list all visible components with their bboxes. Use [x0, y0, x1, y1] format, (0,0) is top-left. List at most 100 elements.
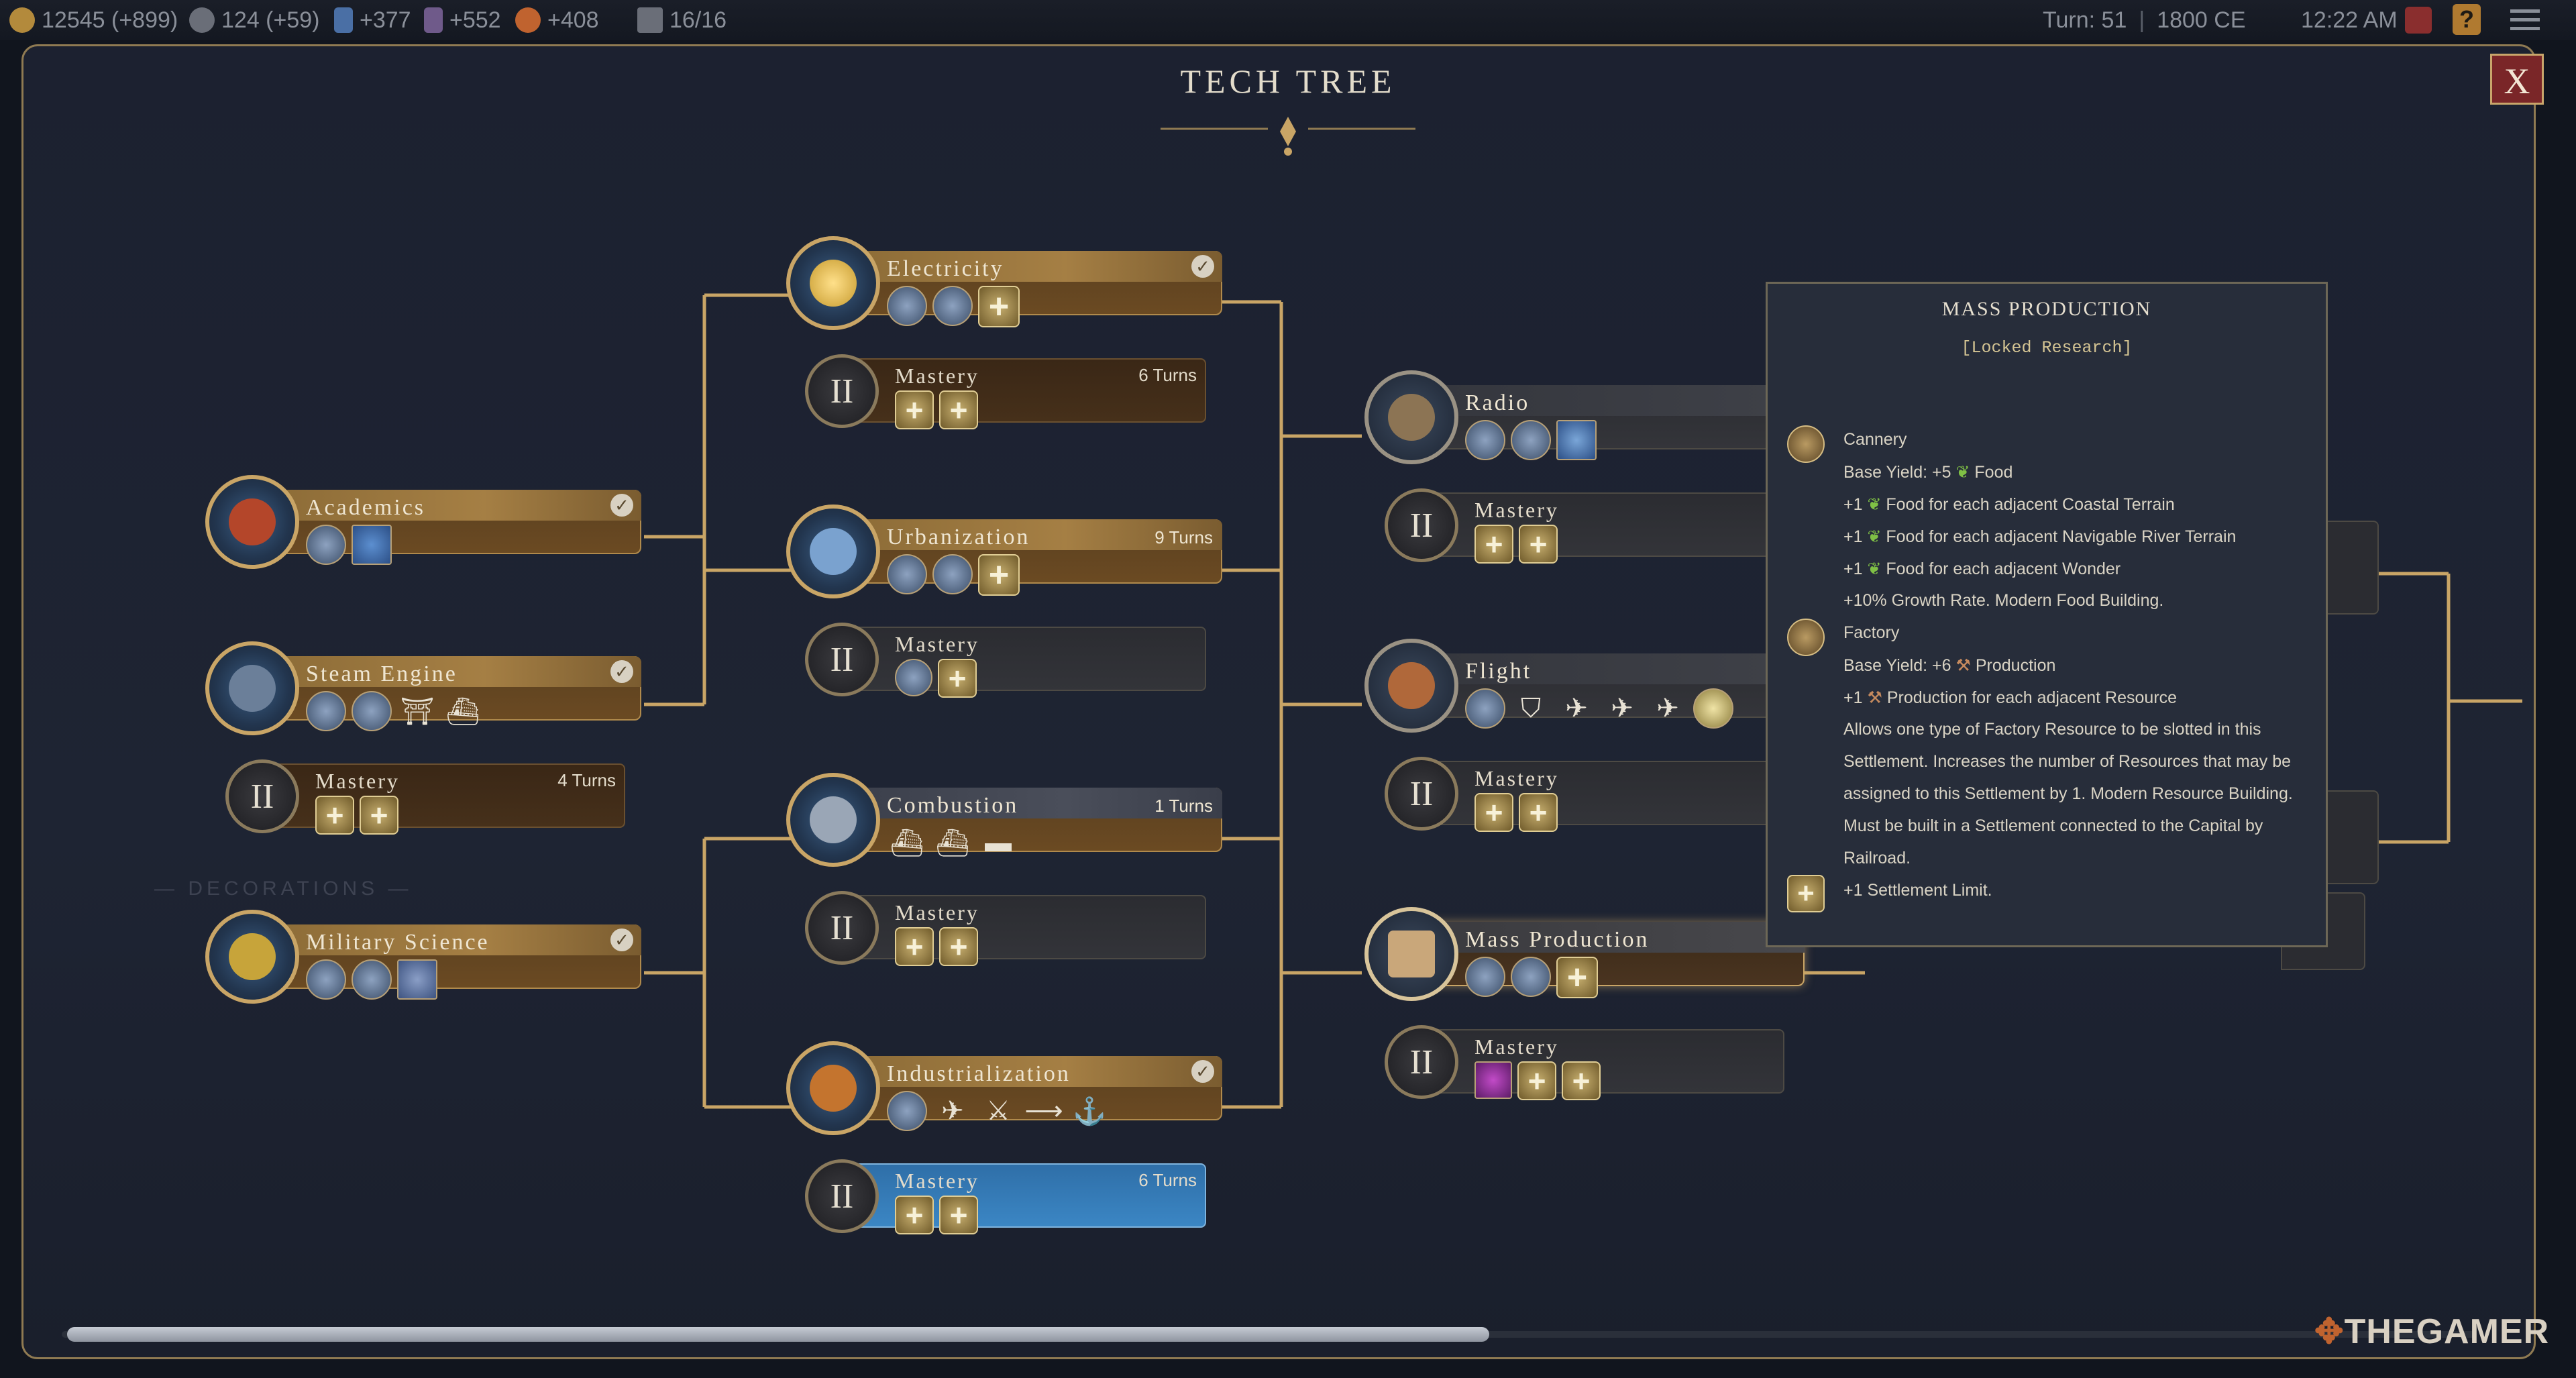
plus-bonus-icon[interactable]: +: [895, 390, 934, 429]
tech-title-band: [250, 656, 641, 687]
mastery-flight[interactable]: Mastery II + +: [1385, 757, 1774, 832]
leaf-food-icon: ❦: [1867, 495, 1882, 514]
culture-value: +552: [449, 7, 501, 33]
building-unlock-icon[interactable]: [1465, 420, 1505, 460]
biplane-icon[interactable]: ✈: [1565, 694, 1588, 723]
building-unlock-icon[interactable]: [1465, 957, 1505, 997]
tech-military-science[interactable]: Military Science ✓: [205, 910, 641, 1004]
unlock-list: [306, 525, 392, 565]
plus-bonus-icon[interactable]: +: [938, 659, 977, 698]
factory-bonus-resource: +1 ⚒ Production for each adjacent Resour…: [1843, 688, 2177, 708]
tech-combustion[interactable]: Combustion 1 Turns ⛴ ⛴ ▬: [786, 773, 1222, 867]
plus-bonus-icon[interactable]: +: [978, 554, 1020, 596]
plus-bonus-icon[interactable]: +: [1519, 793, 1558, 832]
influence-readout[interactable]: 124 (+59): [189, 5, 320, 35]
building-unlock-icon[interactable]: [306, 691, 346, 731]
settlements-readout[interactable]: 16/16: [637, 5, 727, 35]
building-unlock-icon[interactable]: [306, 525, 346, 565]
food-icon: [515, 7, 541, 33]
plus-bonus-icon[interactable]: +: [1474, 793, 1513, 832]
tech-flight[interactable]: Flight ⛉ ✈ ✈ ✈: [1364, 639, 1774, 733]
tech-mass-production[interactable]: Mass Production +: [1364, 907, 1805, 1001]
tech-academics[interactable]: Academics ✓: [205, 475, 641, 569]
lightbulb-unlock-icon[interactable]: [1693, 688, 1733, 729]
resource-unlock-icon[interactable]: [1474, 1061, 1512, 1099]
cannon-icon[interactable]: ✈: [941, 1096, 964, 1126]
plus-bonus-icon[interactable]: +: [939, 927, 978, 966]
building-unlock-icon[interactable]: [887, 554, 927, 594]
building-unlock-icon[interactable]: [1465, 688, 1505, 729]
building-unlock-icon[interactable]: [895, 659, 932, 696]
plus-bonus-icon[interactable]: +: [895, 1196, 934, 1234]
mastery-urbanization[interactable]: Mastery II +: [805, 623, 1206, 698]
fighter-icon[interactable]: ✈: [1611, 694, 1633, 723]
unlock-list: ⛴ ⛴ ▬: [887, 823, 1018, 863]
plus-bonus-icon[interactable]: +: [315, 796, 354, 835]
plus-bonus-icon[interactable]: +: [939, 390, 978, 429]
wonder-unlock-icon[interactable]: [352, 525, 392, 565]
mastery-mass-production[interactable]: Mastery II + +: [1385, 1025, 1784, 1100]
tech-urbanization[interactable]: Urbanization 9 Turns +: [786, 505, 1222, 598]
science-readout[interactable]: +377: [334, 5, 411, 35]
globe-icon: [189, 7, 215, 33]
mastery-numeral-icon: II: [225, 759, 299, 833]
tech-title: Steam Engine: [306, 661, 458, 686]
cruiser-icon[interactable]: ⛴: [935, 828, 970, 858]
train-station-icon[interactable]: ⛩: [400, 696, 435, 727]
tech-radio[interactable]: Radio: [1364, 370, 1774, 464]
building-unlock-icon[interactable]: [306, 959, 346, 1000]
wonder-unlock-icon[interactable]: [397, 959, 437, 1000]
mastery-electricity[interactable]: Mastery 6 Turns II + +: [805, 354, 1206, 429]
settlement-limit-bonus: +1 Settlement Limit.: [1843, 881, 1992, 900]
mastery-steam-engine[interactable]: Mastery 4 Turns II + +: [225, 759, 625, 835]
plus-bonus-icon[interactable]: +: [1474, 525, 1513, 564]
ship-icon[interactable]: ⛴: [445, 696, 480, 727]
plus-bonus-icon[interactable]: +: [360, 796, 398, 835]
building-unlock-icon[interactable]: [1511, 957, 1551, 997]
factory-name: Factory: [1843, 623, 1900, 642]
bomber-icon[interactable]: ✈: [1656, 694, 1679, 723]
mastery-numeral-icon: II: [805, 891, 879, 965]
cannery-growth: +10% Growth Rate. Modern Food Building.: [1843, 591, 2164, 610]
tech-industrialization[interactable]: Industrialization ✓ ✈ ⚔ ⟶ ⚓: [786, 1041, 1222, 1135]
wonder-unlock-icon[interactable]: [1556, 420, 1597, 460]
plus-bonus-icon[interactable]: +: [1519, 525, 1558, 564]
badge-icon[interactable]: ⛉: [1521, 693, 1541, 723]
food-readout[interactable]: +408: [515, 5, 599, 35]
tank-icon[interactable]: ▬: [985, 827, 1012, 857]
gold-readout[interactable]: 12545 (+899): [9, 5, 178, 35]
warship-icon[interactable]: ⛴: [890, 828, 924, 858]
cannery-bonus-coastal: +1 ❦ Food for each adjacent Coastal Terr…: [1843, 494, 2175, 515]
building-unlock-icon[interactable]: [932, 554, 973, 594]
mastery-industrialization[interactable]: Mastery 6 Turns II + +: [805, 1159, 1206, 1234]
rifle-icon[interactable]: ⟶: [1024, 1096, 1063, 1126]
building-unlock-icon[interactable]: [352, 959, 392, 1000]
culture-readout[interactable]: +552: [424, 5, 501, 35]
building-unlock-icon[interactable]: [932, 286, 973, 326]
tech-title: Academics: [306, 495, 426, 520]
unit-unlock-icon[interactable]: [352, 691, 392, 731]
plus-bonus-icon[interactable]: +: [1562, 1061, 1601, 1100]
building-unlock-icon[interactable]: [1511, 420, 1551, 460]
plus-bonus-icon[interactable]: +: [895, 927, 934, 966]
horizontal-scrollbar-thumb[interactable]: [67, 1327, 1489, 1342]
tech-title-band: [1409, 922, 1805, 953]
plus-bonus-icon[interactable]: +: [939, 1196, 978, 1234]
help-button[interactable]: ?: [2453, 4, 2481, 35]
building-unlock-icon[interactable]: [887, 286, 927, 326]
close-button[interactable]: X: [2490, 54, 2544, 105]
city-icon: [637, 7, 663, 33]
anchor-icon[interactable]: ⚓: [1073, 1096, 1106, 1126]
artillery-icon[interactable]: ⚔: [986, 1096, 1010, 1126]
tech-electricity[interactable]: Electricity ✓ +: [786, 236, 1222, 330]
unlock-list: [306, 959, 437, 1000]
mastery-combustion[interactable]: Mastery II + +: [805, 891, 1206, 966]
building-unlock-icon[interactable]: [887, 1091, 927, 1131]
alert-icon[interactable]: [2405, 7, 2432, 34]
menu-hamburger-icon[interactable]: [2510, 8, 2540, 31]
plus-bonus-icon[interactable]: +: [1517, 1061, 1556, 1100]
tech-steam-engine[interactable]: Steam Engine ✓ ⛩ ⛴: [205, 641, 641, 735]
plus-bonus-icon[interactable]: +: [1556, 957, 1598, 998]
plus-bonus-icon[interactable]: +: [978, 286, 1020, 327]
mastery-radio[interactable]: Mastery II + +: [1385, 488, 1774, 564]
